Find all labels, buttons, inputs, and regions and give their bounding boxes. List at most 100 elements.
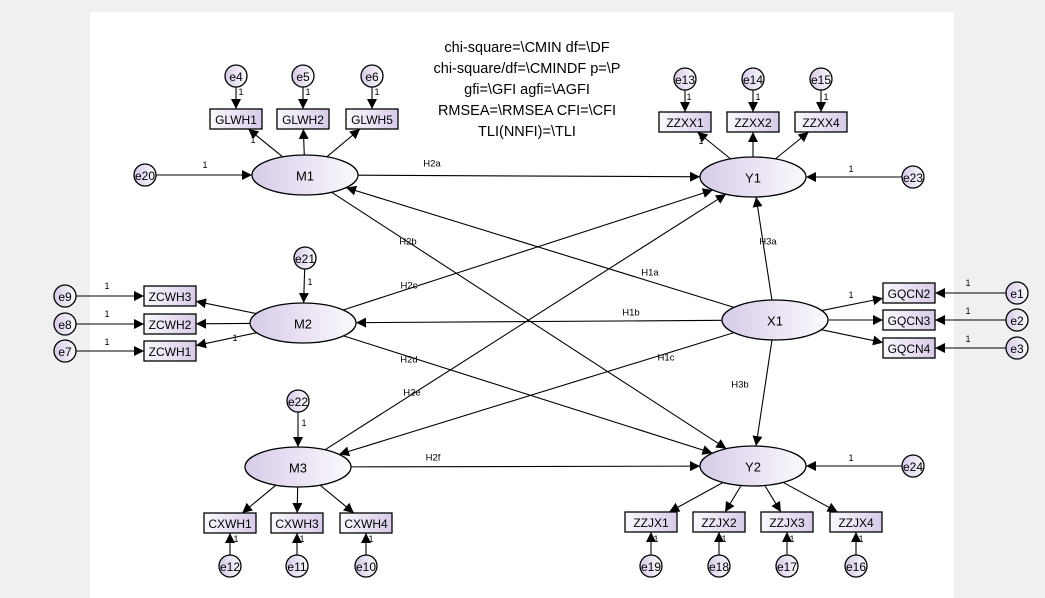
indicator-box xyxy=(270,512,324,534)
latent-ellipse xyxy=(249,302,357,344)
fixed-weight-label: 1 xyxy=(755,92,760,102)
indicator-box xyxy=(339,512,393,534)
path-x1-to-gqcn4 xyxy=(821,329,884,346)
indicator-label: ZZXX2 xyxy=(734,116,772,130)
error-circle xyxy=(218,554,242,578)
error-label: e20 xyxy=(135,169,155,183)
error-label: e1 xyxy=(1010,287,1024,301)
indicator-zzxx1: ZZXX1 xyxy=(658,111,712,133)
path-h1c xyxy=(338,332,735,457)
error-circle xyxy=(360,64,384,88)
indicator-box xyxy=(794,111,848,133)
error-label: e24 xyxy=(903,460,923,474)
error-circle xyxy=(53,339,77,363)
indicator-zcwh2: ZCWH2 xyxy=(143,313,197,335)
error-circle xyxy=(809,67,833,91)
error-label: e13 xyxy=(675,73,695,87)
indicator-gqcn2: GQCN2 xyxy=(882,282,936,304)
error-e11: e11 xyxy=(285,554,309,578)
path-h2e xyxy=(324,193,727,451)
latent-label: X1 xyxy=(767,314,783,329)
indicator-box xyxy=(658,111,712,133)
path-h1b xyxy=(355,317,723,328)
error-label: e15 xyxy=(811,73,831,87)
error-e24: e24 xyxy=(901,454,925,478)
path-m2-to-zcwh3 xyxy=(195,298,257,315)
fixed-weight-label: 1 xyxy=(686,92,691,102)
error-circle xyxy=(133,163,157,187)
fit-stat-line: chi-square/df=\CMINDF p=\P xyxy=(434,61,621,77)
indicator-box xyxy=(203,512,257,534)
latent-label: Y1 xyxy=(745,171,761,186)
error-label: e4 xyxy=(229,70,243,84)
path-y1-to-zzxx1 xyxy=(697,131,731,160)
error-e12: e12 xyxy=(218,554,242,578)
error-e23: e23 xyxy=(901,165,925,189)
error-e5: e5 xyxy=(291,64,315,88)
fixed-weight-label: 1 xyxy=(301,418,306,428)
indicator-zcwh3: ZCWH3 xyxy=(143,285,197,307)
fixed-weight-label: 1 xyxy=(368,534,373,544)
fixed-weight-label: 1 xyxy=(698,136,703,146)
error-e3: e3 xyxy=(1005,336,1029,360)
error-label: e5 xyxy=(296,70,310,84)
indicator-label: ZZXX1 xyxy=(666,116,704,130)
path-m1-to-glwh2 xyxy=(298,128,309,156)
error-circle xyxy=(1005,308,1029,332)
indicator-label: ZZXX4 xyxy=(802,116,840,130)
path-label-h3b: H3b xyxy=(731,380,748,391)
error-circle xyxy=(741,67,765,91)
indicator-zzjx4: ZZJX4 xyxy=(829,511,883,533)
error-label: e7 xyxy=(58,345,72,359)
fixed-weight-label: 1 xyxy=(233,534,238,544)
indicator-label: GQCN3 xyxy=(888,314,931,328)
error-e19: e19 xyxy=(639,554,663,578)
error-circle xyxy=(639,554,663,578)
indicator-box xyxy=(882,282,936,304)
fixed-weight-label: 1 xyxy=(307,277,312,287)
error-e22: e22 xyxy=(286,389,310,413)
error-label: e23 xyxy=(903,171,923,185)
error-e8: e8 xyxy=(53,312,77,336)
path-y1-to-zzxx4 xyxy=(775,131,809,160)
error-circle xyxy=(293,246,317,270)
fixed-weight-label: 1 xyxy=(202,160,207,170)
indicator-gqcn3: GQCN3 xyxy=(882,309,936,331)
path-h2f xyxy=(350,461,701,472)
path-y2-to-zzjx3 xyxy=(764,485,782,513)
indicator-label: GLWH2 xyxy=(282,113,324,127)
path-m3-to-cxwh4 xyxy=(319,484,355,514)
error-circle xyxy=(291,64,315,88)
error-circle xyxy=(53,284,77,308)
error-circle xyxy=(53,312,77,336)
error-circle xyxy=(844,554,868,578)
path-h3b xyxy=(752,339,773,447)
indicator-box xyxy=(624,511,678,533)
fixed-weight-label: 1 xyxy=(848,290,853,300)
error-label: e12 xyxy=(220,560,240,574)
indicator-zzjx2: ZZJX2 xyxy=(692,511,746,533)
indicator-label: ZZJX1 xyxy=(633,516,669,530)
indicator-label: ZZJX3 xyxy=(769,516,805,530)
fixed-weight-label: 1 xyxy=(721,534,726,544)
indicator-label: ZCWH2 xyxy=(149,318,192,332)
error-label: e16 xyxy=(846,560,866,574)
indicator-label: ZCWH1 xyxy=(149,345,192,359)
path-label-h1c: H1c xyxy=(658,353,675,364)
path-h2b xyxy=(331,191,727,450)
path-h3a xyxy=(752,196,773,301)
indicator-label: GLWH1 xyxy=(215,113,257,127)
indicator-glwh5: GLWH5 xyxy=(345,108,399,130)
indicator-label: GQCN2 xyxy=(888,287,931,301)
fixed-weight-label: 1 xyxy=(965,334,970,344)
fixed-weight-label: 1 xyxy=(104,337,109,347)
path-e21-to-m2 xyxy=(298,268,309,304)
fixed-weight-label: 1 xyxy=(250,135,255,145)
indicator-glwh2: GLWH2 xyxy=(276,108,330,130)
error-e15: e15 xyxy=(809,67,833,91)
fixed-weight-label: 1 xyxy=(965,306,970,316)
error-label: e14 xyxy=(743,73,763,87)
indicator-label: ZZJX4 xyxy=(838,516,874,530)
error-e10: e10 xyxy=(354,554,378,578)
